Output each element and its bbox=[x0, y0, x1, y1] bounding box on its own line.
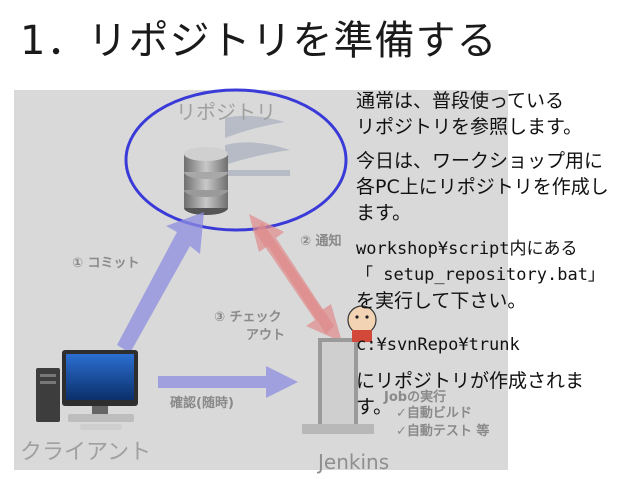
jobs-label: Jobの実行 bbox=[384, 390, 447, 405]
job-item: ✓自動テスト 等 bbox=[396, 424, 490, 439]
note-line: 通常は、普段使っている bbox=[356, 90, 565, 112]
confirm-arrow bbox=[158, 366, 298, 398]
repository-label: リポジトリ bbox=[176, 100, 276, 124]
client-label: クライアント bbox=[20, 440, 152, 465]
page-title: 1．リポジトリを準備する bbox=[20, 18, 498, 64]
note-line: c:¥svnRepo¥trunk bbox=[356, 335, 520, 355]
checkout-label-line2: アウト bbox=[246, 328, 286, 343]
note-line: workshop¥script内にある bbox=[356, 239, 578, 259]
subversion-logo bbox=[215, 115, 290, 176]
note-line: 今日は、ワークショップ用に bbox=[356, 150, 604, 172]
checkout-label-line1: ③ チェック bbox=[214, 310, 282, 325]
commit-arrow bbox=[117, 212, 204, 353]
confirm-label: 確認(随時) bbox=[170, 396, 234, 411]
note-line: 各PC上にリポジトリを作成し bbox=[356, 176, 609, 198]
computer-icon bbox=[36, 350, 138, 430]
notify-label: ② 通知 bbox=[300, 234, 342, 249]
repository-highlight bbox=[124, 88, 348, 232]
jenkins-label: Jenkins bbox=[318, 450, 390, 474]
note-line: す。 bbox=[356, 396, 393, 418]
note-line: リポジトリを参照します。 bbox=[356, 116, 583, 138]
note-line: 「 setup_repository.bat」 bbox=[356, 265, 605, 285]
server-icon bbox=[302, 338, 374, 434]
checkout-arrow bbox=[249, 214, 334, 334]
note-line: にリポジトリが作成されま bbox=[356, 370, 585, 392]
commit-label: ① コミット bbox=[72, 256, 140, 271]
database-icon bbox=[184, 147, 228, 215]
job-item: ✓自動ビルド bbox=[396, 406, 472, 421]
note-line: ます。 bbox=[356, 202, 412, 224]
jenkins-mascot-icon bbox=[347, 305, 377, 342]
note-line: を実行して下さい。 bbox=[356, 290, 527, 312]
